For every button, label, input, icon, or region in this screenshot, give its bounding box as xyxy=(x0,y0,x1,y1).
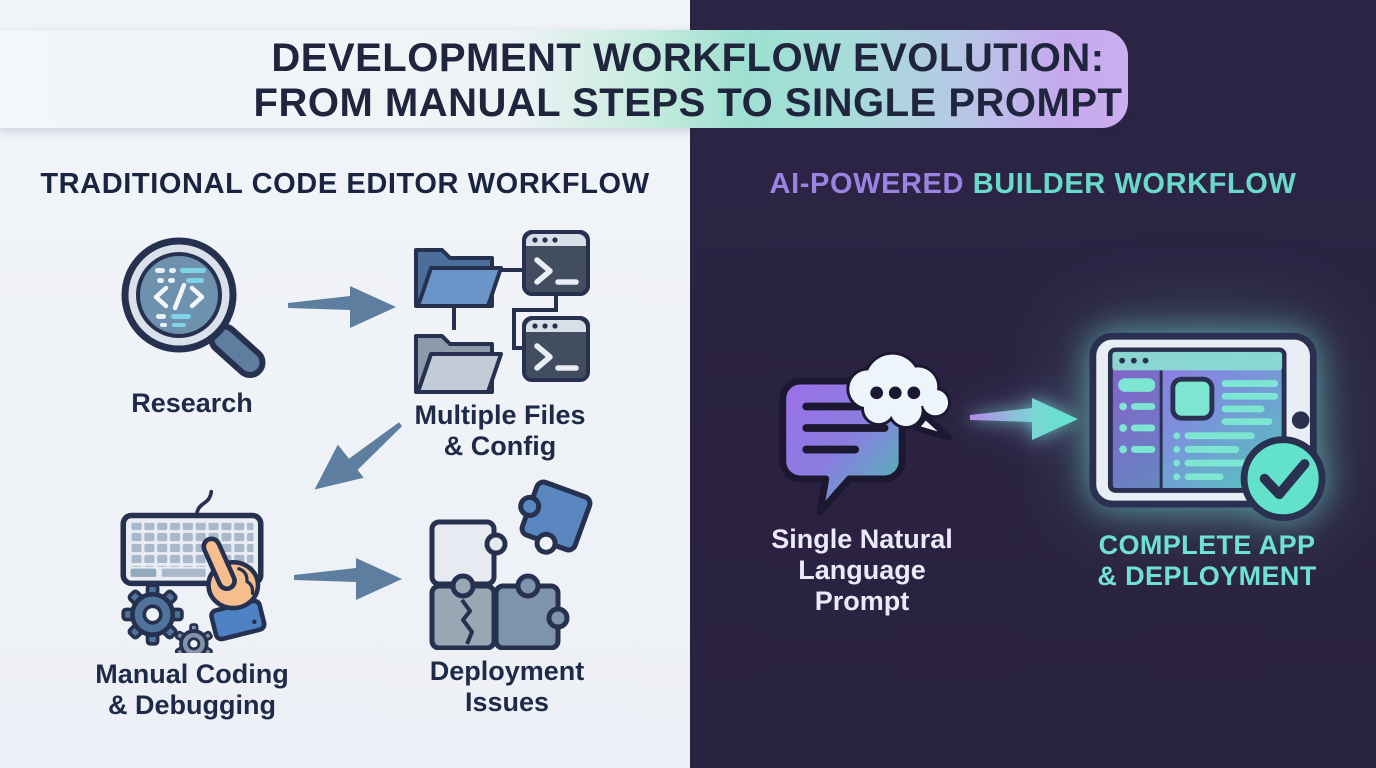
step-label: Multiple Files & Config xyxy=(414,400,586,461)
step-label: Manual Coding & Debugging xyxy=(95,659,289,720)
right-section-heading: AI-POWERED BUILDER WORKFLOW xyxy=(690,168,1376,201)
left-section-heading: TRADITIONAL CODE EDITOR WORKFLOW xyxy=(40,168,650,200)
keyboard-hand-gears-icon xyxy=(120,489,267,653)
step-label: Deployment Issues xyxy=(429,656,585,717)
step-label: COMPLETE APP & DEPLOYMENT xyxy=(1097,530,1317,591)
page-title: DEVELOPMENT WORKFLOW EVOLUTION: FROM MAN… xyxy=(0,36,1376,126)
step-manual-coding: Manual Coding & Debugging xyxy=(87,488,297,721)
step-deployment-issues: Deployment Issues xyxy=(402,478,612,718)
magnifier-code-icon xyxy=(121,237,266,378)
title-banner xyxy=(0,30,1128,128)
tablet-app-check-icon xyxy=(1089,332,1326,522)
arrow-right-icon xyxy=(288,284,400,335)
arrow-right-icon xyxy=(294,556,406,607)
arrow-diagonal-icon xyxy=(294,401,414,510)
heading-ai-powered: AI-POWERED xyxy=(769,168,965,200)
step-label: Research xyxy=(131,388,253,418)
traditional-workflow-panel xyxy=(0,0,690,768)
folders-terminals-icon xyxy=(414,230,590,394)
chat-bubbles-icon xyxy=(779,351,952,516)
step-multiple-files: Multiple Files & Config xyxy=(395,230,605,462)
step-single-prompt: Single Natural Language Prompt xyxy=(757,340,967,617)
step-research: Research xyxy=(92,234,292,419)
title-line-1: DEVELOPMENT WORKFLOW EVOLUTION: xyxy=(271,36,1105,80)
title-line-2: FROM MANUAL STEPS TO SINGLE PROMPT xyxy=(253,81,1123,125)
arrow-gradient-icon xyxy=(970,396,1082,447)
broken-puzzle-icon xyxy=(429,479,593,650)
step-label: Single Natural Language Prompt xyxy=(771,524,953,616)
step-complete-app: COMPLETE APP & DEPLOYMENT xyxy=(1087,328,1327,592)
heading-builder-workflow: BUILDER WORKFLOW xyxy=(972,168,1297,200)
